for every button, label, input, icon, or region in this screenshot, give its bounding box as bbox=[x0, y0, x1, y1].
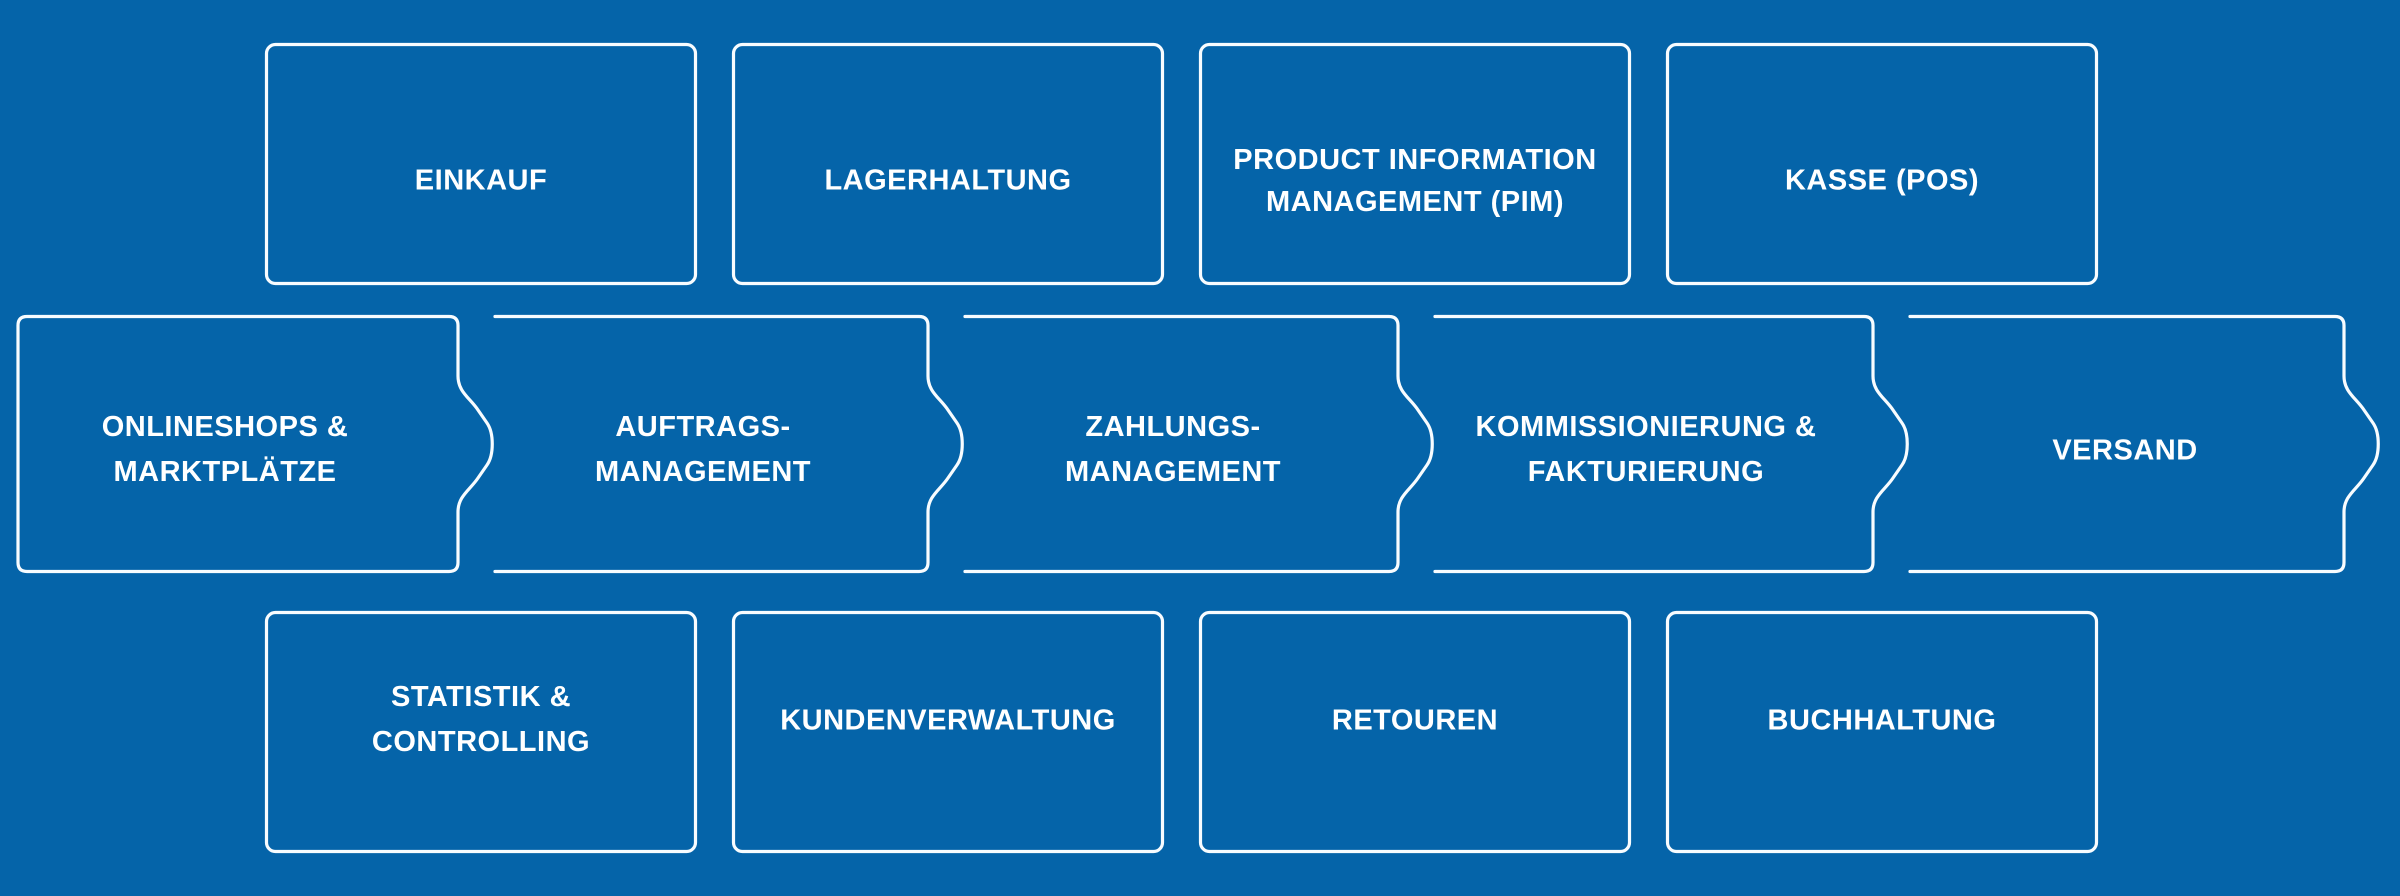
chevron-auftragsmanagement-outline bbox=[493, 314, 964, 574]
box-buchhaltung-outline bbox=[1665, 610, 2099, 854]
box-kundenverwaltung-outline bbox=[731, 610, 1165, 854]
label-buchhaltung: BUCHHALTUNG bbox=[1767, 704, 1997, 737]
label-auftragsmanagement: AUFTRAGS- MANAGEMENT bbox=[594, 411, 812, 488]
box-kasse-outline bbox=[1665, 42, 2099, 286]
chevron-versand-outline bbox=[1908, 314, 2380, 574]
label-kasse-pos: KASSE (POS) bbox=[1784, 164, 1980, 197]
chevron-zahlungsmanagement-outline bbox=[963, 314, 1434, 574]
label-zahlungsmanagement: ZAHLUNGS- MANAGEMENT bbox=[1064, 411, 1282, 488]
label-onlineshops-marktplaetze: ONLINESHOPS & MARKTPLÄTZE bbox=[101, 411, 349, 488]
box-statistik-outline bbox=[264, 610, 698, 854]
chevron-kommissionierung-outline bbox=[1433, 314, 1909, 574]
label-kommissionierung-fakturierung: KOMMISSIONIERUNG & FAKTURIERUNG bbox=[1475, 411, 1817, 488]
box-retouren-outline bbox=[1198, 610, 1632, 854]
label-kundenverwaltung: KUNDENVERWALTUNG bbox=[780, 704, 1116, 737]
label-statistik-controlling: STATISTIK & CONTROLLING bbox=[371, 681, 591, 758]
label-pim: PRODUCT INFORMATION MANAGEMENT (PIM) bbox=[1233, 144, 1597, 218]
label-lagerhaltung: LAGERHALTUNG bbox=[824, 164, 1072, 197]
box-lagerhaltung-outline bbox=[731, 42, 1165, 286]
chevron-onlineshops-outline bbox=[16, 314, 494, 574]
label-retouren: RETOUREN bbox=[1331, 704, 1499, 737]
box-einkauf-outline bbox=[264, 42, 698, 286]
label-versand: VERSAND bbox=[2052, 434, 2198, 467]
box-pim-outline bbox=[1198, 42, 1632, 286]
label-einkauf: EINKAUF bbox=[414, 164, 548, 197]
